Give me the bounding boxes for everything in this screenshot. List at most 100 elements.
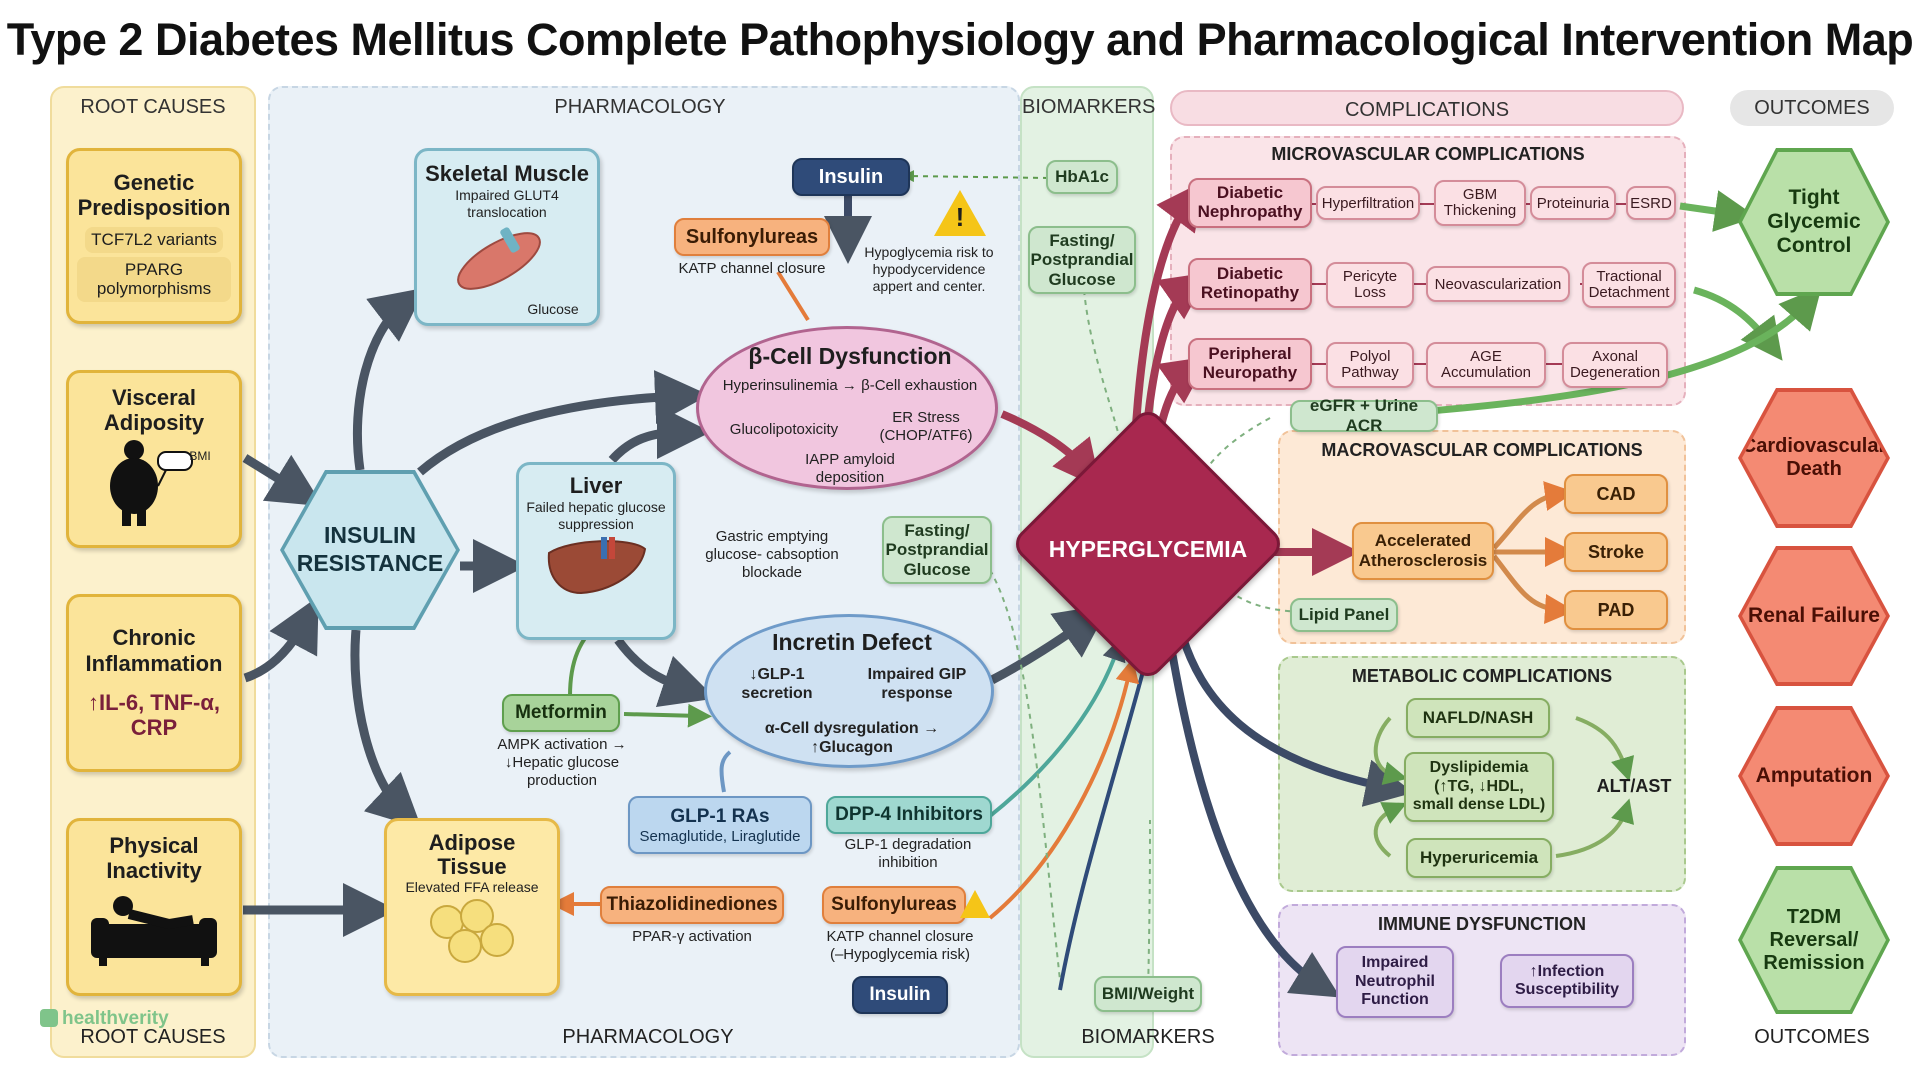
warning-icon-bottom <box>960 890 990 918</box>
root-causes-header: ROOT CAUSES <box>80 96 226 118</box>
logo-icon <box>40 1009 58 1027</box>
bmi-weight-pill[interactable]: BMI/Weight <box>1094 976 1202 1012</box>
hyperuricemia[interactable]: Hyperuricemia <box>1406 838 1552 878</box>
outcome-t2dm-reversal[interactable]: T2DM Reversal/ Remission <box>1738 866 1890 1014</box>
alt-ast-label: ALT/AST <box>1596 776 1672 796</box>
macrovascular-title: MACROVASCULAR COMPLICATIONS <box>1321 440 1643 460</box>
diabetic-retinopathy[interactable]: Diabetic Retinopathy <box>1188 258 1312 310</box>
beta-cell-glucolipotoxicity: Glucolipotoxicity <box>729 421 839 438</box>
beta-cell-title: β-Cell Dysfunction <box>748 343 952 369</box>
fat-cells-icon <box>430 899 514 964</box>
insulin-bottom-pill[interactable]: Insulin <box>852 976 948 1014</box>
biomarkers-footer: BIOMARKERS <box>1081 1026 1215 1048</box>
outcome-t2dm-reversal-label: T2DM Reversal/ Remission <box>1742 870 1886 1010</box>
neovascularization[interactable]: Neovascularization <box>1426 266 1570 302</box>
inflammation-markers: ↑IL-6, TNF-α, CRP <box>87 690 221 741</box>
beta-cell-iapp: IAPP amyloid deposition <box>805 451 895 486</box>
metformin-pill[interactable]: Metformin <box>502 694 620 732</box>
age-accumulation[interactable]: AGE Accumulation <box>1426 342 1546 388</box>
tzd-desc: PPAR-γ activation <box>632 928 752 945</box>
incretin-alpha: α-Cell dysregulation → ↑Glucagon <box>764 720 940 757</box>
physical-inactivity-box[interactable]: Physical Inactivity <box>66 818 242 996</box>
hba1c-pill[interactable]: HbA1c <box>1046 160 1118 194</box>
outcome-amputation-label: Amputation <box>1742 710 1886 842</box>
genetic-title: Genetic Predisposition <box>77 170 231 221</box>
glp1-ras-desc: Semaglutide, Liraglutide <box>639 827 801 845</box>
axonal-degeneration[interactable]: Axonal Degeneration <box>1562 342 1668 388</box>
hyperfiltration[interactable]: Hyperfiltration <box>1316 186 1420 220</box>
thiazolidinediones-pill[interactable]: Thiazolidinediones <box>600 886 784 924</box>
liver-icon <box>547 536 647 594</box>
incretin-glp1: ↓GLP-1 secretion <box>741 666 813 703</box>
complications-header: COMPLICATIONS <box>1170 90 1684 126</box>
person-icon <box>110 439 193 526</box>
incretin-title: Incretin Defect <box>772 629 932 655</box>
bmi-bubble-label: BMI <box>189 449 211 463</box>
sulfonylureas-bottom-pill[interactable]: Sulfonylureas <box>822 886 966 924</box>
stroke-pill[interactable]: Stroke <box>1564 532 1668 572</box>
sulfonylureas-bottom-desc: KATP channel closure (–Hypoglycemia risk… <box>826 928 974 963</box>
outcome-amputation[interactable]: Amputation <box>1738 706 1890 846</box>
gastric-emptying-text: Gastric emptying glucose- cabsoption blo… <box>705 528 839 581</box>
pad-pill[interactable]: PAD <box>1564 590 1668 630</box>
dpp4-inhibitors-pill[interactable]: DPP-4 Inhibitors <box>826 796 992 834</box>
dyslipidemia[interactable]: Dyslipidemia (↑TG, ↓HDL, small dense LDL… <box>1404 752 1554 822</box>
chronic-inflammation-box[interactable]: Chronic Inflammation ↑IL-6, TNF-α, CRP <box>66 594 242 772</box>
incretin-defect-ellipse[interactable]: Incretin Defect ↓GLP-1 secretion Impaire… <box>704 614 994 768</box>
liver-title: Liver <box>569 473 623 498</box>
beta-cell-dysfunction-ellipse[interactable]: β-Cell Dysfunction Hyperinsulinemia → β-… <box>696 326 998 490</box>
inflammation-title: Chronic Inflammation <box>85 625 223 676</box>
muscle-desc: Impaired GLUT4 translocation <box>455 187 559 220</box>
dpp4-desc: GLP-1 degradation inhibition <box>844 836 972 871</box>
outcome-tight-glycemic-control-label: Tight Glycemic Control <box>1742 152 1886 292</box>
outcome-tight-glycemic-control[interactable]: Tight Glycemic Control <box>1738 148 1890 296</box>
fasting-glucose-mid-pill[interactable]: Fasting/ Postprandial Glucose <box>882 516 992 584</box>
hyperglycemia-label: HYPERGLYCEMIA <box>1048 536 1248 562</box>
liver-desc: Failed hepatic glucose suppression <box>526 499 666 532</box>
biomarkers-header: BIOMARKERS <box>1022 96 1156 118</box>
adipose-tissue-box[interactable]: Adipose Tissue Elevated FFA release <box>384 818 560 996</box>
skeletal-muscle-box[interactable]: Skeletal Muscle Impaired GLUT4 transloca… <box>414 148 600 326</box>
outcomes-header: OUTCOMES <box>1730 90 1894 126</box>
metformin-desc: AMPK activation → ↓Hepatic glucose produ… <box>497 736 627 789</box>
diabetic-nephropathy[interactable]: Diabetic Nephropathy <box>1188 178 1312 228</box>
muscle-title: Skeletal Muscle <box>425 161 589 186</box>
glp1-ras-pill[interactable]: GLP-1 RAs Semaglutide, Liraglutide <box>628 796 812 854</box>
beta-cell-line1: Hyperinsulinemia → β-Cell exhaustion <box>722 377 978 394</box>
nafld-nash[interactable]: NAFLD/NASH <box>1406 698 1550 738</box>
sulfonylureas-top-pill[interactable]: Sulfonylureas <box>674 218 830 256</box>
genetic-item-pparg: PPARG polymorphisms <box>77 256 231 302</box>
insulin-top-pill[interactable]: Insulin <box>792 158 910 196</box>
warning-mark-top: ! <box>955 202 965 232</box>
adipose-title: Adipose Tissue <box>428 830 516 880</box>
outcome-renal-failure[interactable]: Renal Failure <box>1738 546 1890 686</box>
outcome-cardiovascular-death[interactable]: Cardiovascular Death <box>1738 388 1890 528</box>
pharmacology-header: PHARMACOLOGY <box>554 96 726 118</box>
sulfonylureas-top-desc: KATP channel closure <box>678 260 826 277</box>
pharmacology-footer: PHARMACOLOGY <box>562 1026 734 1048</box>
liver-box[interactable]: Liver Failed hepatic glucose suppression <box>516 462 676 640</box>
polyol-pathway[interactable]: Polyol Pathway <box>1326 342 1414 388</box>
gbm-thickening[interactable]: GBM Thickening <box>1434 180 1526 226</box>
impaired-neutrophil-function[interactable]: Impaired Neutrophil Function <box>1336 946 1454 1018</box>
egfr-acr-pill[interactable]: eGFR + Urine ACR <box>1290 396 1438 435</box>
peripheral-neuropathy[interactable]: Peripheral Neuropathy <box>1188 338 1312 390</box>
root-causes-footer: ROOT CAUSES <box>80 1026 226 1048</box>
lipid-panel-pill[interactable]: Lipid Panel <box>1290 598 1398 632</box>
fasting-glucose-top-pill[interactable]: Fasting/ Postprandial Glucose <box>1028 226 1136 294</box>
proteinuria[interactable]: Proteinuria <box>1530 186 1616 220</box>
outcomes-footer: OUTCOMES <box>1754 1026 1870 1048</box>
adipose-desc: Elevated FFA release <box>405 879 539 896</box>
accelerated-atherosclerosis[interactable]: Accelerated Atherosclerosis <box>1352 522 1494 580</box>
infection-susceptibility[interactable]: ↑Infection Susceptibility <box>1500 954 1634 1008</box>
inactivity-title: Physical Inactivity <box>106 833 202 884</box>
warning-icon-top <box>934 190 986 236</box>
muscle-glucose-label: Glucose <box>527 301 579 317</box>
esrd[interactable]: ESRD <box>1626 186 1676 220</box>
tractional-detachment[interactable]: Tractional Detachment <box>1582 262 1676 308</box>
visceral-adiposity-box[interactable]: Visceral Adiposity BMI <box>66 370 242 548</box>
pericyte-loss[interactable]: Pericyte Loss <box>1326 262 1414 308</box>
cad-pill[interactable]: CAD <box>1564 474 1668 514</box>
metabolic-title: METABOLIC COMPLICATIONS <box>1351 666 1613 686</box>
genetic-predisposition-box[interactable]: Genetic Predisposition TCF7L2 variants P… <box>66 148 242 324</box>
